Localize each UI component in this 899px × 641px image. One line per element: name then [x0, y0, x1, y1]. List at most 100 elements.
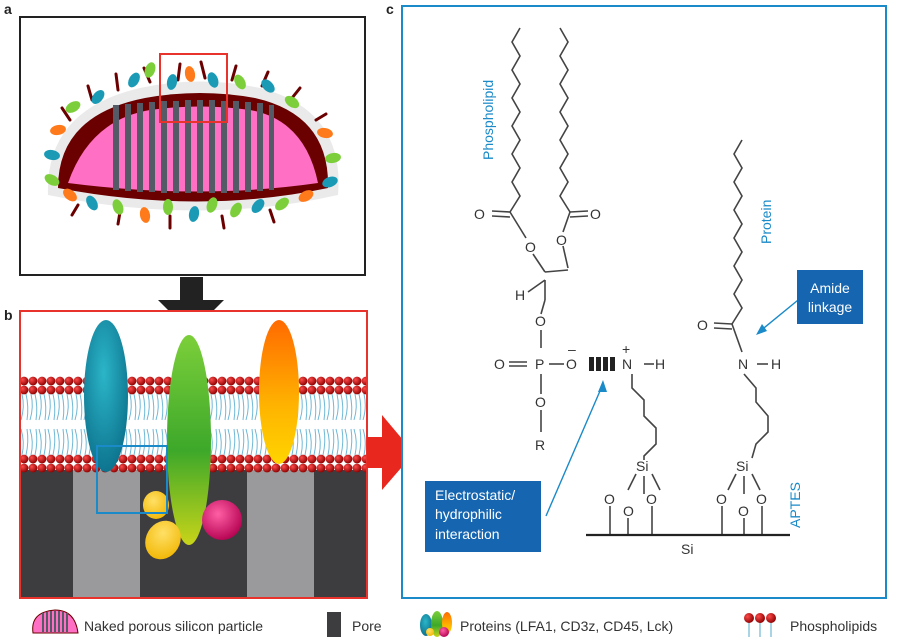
lipid-head — [217, 454, 227, 464]
lipid-tail — [38, 393, 42, 421]
lipid-tail — [70, 393, 74, 421]
lipid-tail — [349, 393, 353, 421]
lipid-head — [127, 463, 137, 473]
membrane-cross-section — [20, 311, 370, 598]
lipid-tail — [227, 393, 231, 421]
lipid-head — [145, 454, 155, 464]
lipid-tail — [83, 428, 87, 456]
lipid-tail — [47, 393, 51, 421]
lipid-head — [154, 376, 164, 386]
lipid-head — [307, 376, 317, 386]
atom-o-carbonyl-right: O — [590, 206, 601, 222]
lipid-head — [20, 385, 29, 395]
lipid-tail — [368, 394, 370, 420]
lipid-head — [136, 385, 146, 395]
lipid-head — [64, 463, 74, 473]
electrostatic-callout: Electrostatic/ hydrophilic interaction — [425, 481, 541, 552]
lipid-head — [361, 385, 367, 395]
lipid-head — [226, 376, 236, 386]
panel-a-label: a — [4, 1, 12, 17]
atom-n-amide: N — [738, 356, 748, 372]
lipid-tail — [43, 428, 47, 456]
lipid-tail — [313, 393, 317, 421]
lipid-head — [73, 385, 83, 395]
lipid-tail — [146, 428, 150, 456]
particle-pores — [113, 100, 274, 193]
electrostatic-bar — [589, 357, 615, 371]
lipid-tail — [344, 428, 348, 456]
lipid-tail — [331, 428, 335, 456]
lipid-tail — [245, 393, 249, 421]
lipid-tail — [151, 393, 155, 421]
lipid-tail — [241, 393, 245, 421]
lipid-head — [235, 463, 245, 473]
lipid-head — [20, 454, 29, 464]
lipid-head — [298, 385, 308, 395]
protein-chain — [731, 139, 743, 325]
panel-c-label: c — [386, 1, 394, 17]
lipid-head — [82, 463, 92, 473]
lipid-tail — [133, 393, 137, 421]
lipid-head — [55, 376, 65, 386]
amide-callout-line2: linkage — [808, 299, 853, 315]
lipid-tail — [43, 393, 47, 421]
lipid-tail — [358, 428, 362, 456]
protein-yellow-large — [145, 520, 181, 560]
lipid-head — [208, 376, 218, 386]
lipid-head — [361, 454, 367, 464]
lipid-tail — [79, 393, 83, 421]
lipid-tail — [65, 428, 69, 456]
lipid-head — [73, 454, 83, 464]
lipid-tail — [70, 428, 74, 456]
lipid-chain-2 — [559, 27, 571, 213]
lipid-head — [163, 376, 173, 386]
lipid-head — [217, 385, 227, 395]
lipid-head — [118, 454, 128, 464]
lipid-head — [352, 376, 362, 386]
lipid-tail — [218, 393, 222, 421]
atom-o-carbonyl-left: O — [474, 206, 485, 222]
lipid-tail — [245, 428, 249, 456]
lipid-head — [316, 376, 326, 386]
atom-o-si-right-2: O — [738, 503, 749, 519]
lipid-tail — [61, 393, 65, 421]
lipid-head — [361, 463, 367, 473]
lipid-tail — [259, 428, 263, 456]
lipid-tail — [299, 428, 303, 456]
lipid-head — [55, 454, 65, 464]
lipid-head — [217, 376, 227, 386]
lipid-head — [235, 376, 245, 386]
legend-particle-label: Naked porous silicon particle — [84, 618, 263, 634]
porous-silicon-particle — [44, 60, 341, 230]
atom-si-right: Si — [736, 458, 748, 474]
lipid-head — [352, 385, 362, 395]
lipid-tail — [29, 393, 33, 421]
atom-si-left: Si — [636, 458, 648, 474]
lipid-head — [136, 376, 146, 386]
legend-proteins-icon — [420, 611, 452, 637]
lipid-head — [316, 454, 326, 464]
lipid-head — [37, 463, 47, 473]
lipid-tail — [155, 393, 159, 421]
lipid-tail — [74, 393, 78, 421]
lipid-head — [46, 376, 56, 386]
lipid-tail — [326, 393, 330, 421]
lipid-head — [298, 376, 308, 386]
lipid-tail — [155, 428, 159, 456]
lipid-tail — [128, 428, 132, 456]
lipid-tail — [223, 428, 227, 456]
lipid-tail — [362, 393, 366, 421]
lipid-tail — [38, 428, 42, 456]
lipid-head — [289, 463, 299, 473]
lipid-chain-1 — [509, 27, 521, 213]
lipid-tail — [322, 428, 326, 456]
lipid-head — [37, 454, 47, 464]
lipid-tail — [304, 393, 308, 421]
lipid-head — [73, 376, 83, 386]
lipid-tail — [340, 428, 344, 456]
lipid-head — [298, 454, 308, 464]
lipid-head — [298, 463, 308, 473]
lipid-tail — [56, 393, 60, 421]
lipid-head — [316, 385, 326, 395]
lipid-head — [208, 454, 218, 464]
